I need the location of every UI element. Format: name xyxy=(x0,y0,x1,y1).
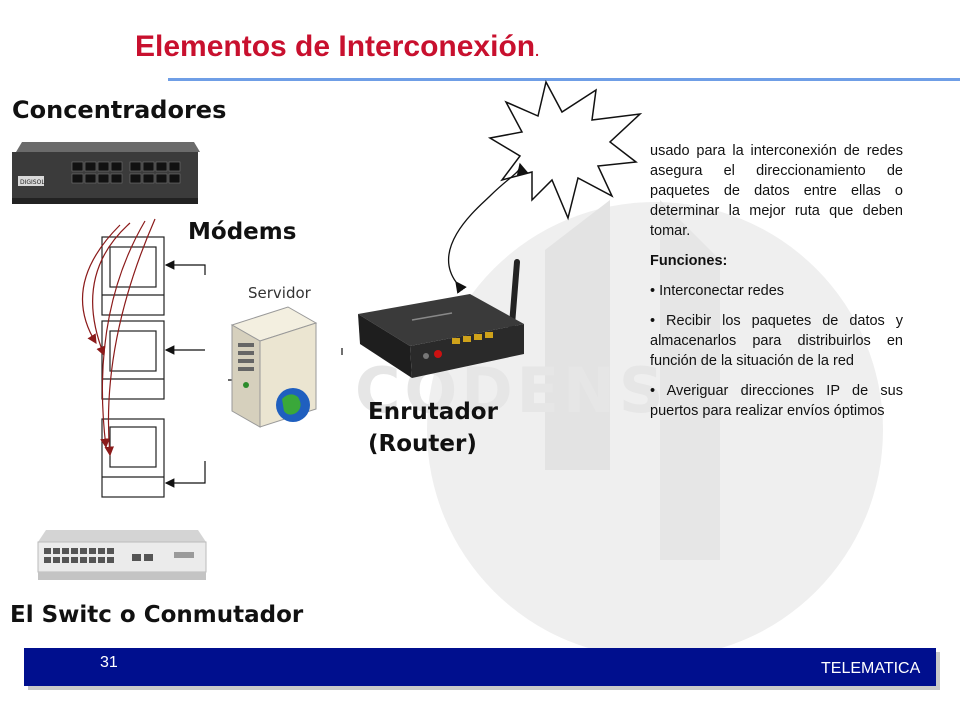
router-image xyxy=(358,259,524,378)
modems-diagram xyxy=(82,218,343,498)
connection-diagram xyxy=(448,79,643,294)
footer-label: TELEMATICA xyxy=(821,660,921,677)
page-title: Elementos de Interconexión. xyxy=(135,30,539,64)
heading-router-line2: (Router) xyxy=(368,431,477,457)
function-bullet-3: Averiguar direcciones IP de sus puertos … xyxy=(650,381,903,421)
page-title-text: Elementos de Interconexión xyxy=(135,30,536,63)
network-cloud-icon xyxy=(487,79,643,221)
hub-brand-text: DIGISOL xyxy=(20,179,45,186)
heading-router: Enrutador (Router) xyxy=(368,396,528,460)
computer-2 xyxy=(101,320,165,400)
title-underline xyxy=(168,78,960,81)
function-bullet-1: Interconectar redes xyxy=(650,281,903,301)
switch-image xyxy=(37,530,207,580)
heading-router-line1: Enrutador xyxy=(368,399,498,425)
function-bullet-2: Recibir los paquetes de datos y almacena… xyxy=(650,311,903,371)
functions-label: Funciones: xyxy=(650,253,728,269)
description-intro: usado para la interconexión de redes ase… xyxy=(650,143,903,239)
computer-3 xyxy=(101,418,165,498)
heading-modems: Módems xyxy=(188,219,297,245)
footer-bar xyxy=(24,648,936,686)
page-number: 31 xyxy=(100,654,118,671)
router-description: usado para la interconexión de redes ase… xyxy=(650,141,903,431)
page-title-suffix: . xyxy=(535,43,539,59)
hub-image: DIGISOL xyxy=(12,142,200,204)
heading-switch: El Switc o Conmutador xyxy=(10,602,304,628)
heading-concentradores: Concentradores xyxy=(12,96,227,124)
servidor-label: Servidor xyxy=(248,284,311,302)
server-icon xyxy=(230,306,318,428)
